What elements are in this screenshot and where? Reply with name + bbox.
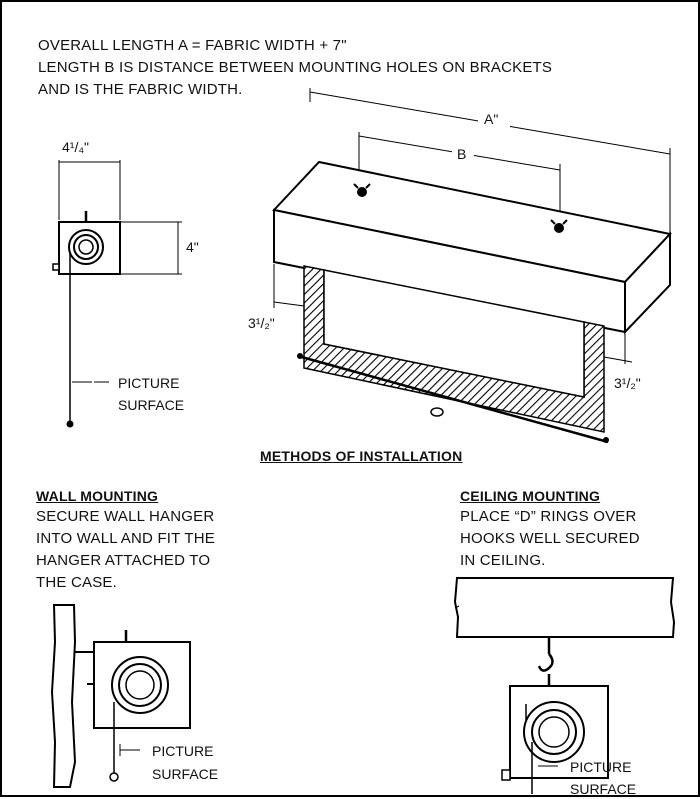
side-view-case: 4¹/₄" 4" PICTURE SURFACE [52, 139, 199, 428]
ceiling-mount-drawing: PICTURE SURFACE [453, 577, 676, 797]
wall-line-2: INTO WALL AND FIT THE [36, 530, 215, 547]
dim-b-label: B [457, 146, 466, 162]
picture-label-1: PICTURE [118, 375, 179, 391]
dim-gap-right-label: 3¹/₂" [614, 375, 641, 391]
perspective-view-screen: A" B [248, 88, 672, 444]
dim-width-label: 4¹/₄" [62, 139, 89, 155]
header-line-2: LENGTH B IS DISTANCE BETWEEN MOUNTING HO… [38, 59, 553, 76]
picture-label-3: PICTURE [570, 759, 631, 775]
dim-gap-left-label: 3¹/₂" [248, 315, 275, 331]
ceiling-line-2: HOOKS WELL SECURED [460, 530, 640, 547]
dim-height-label: 4" [186, 239, 199, 255]
methods-title: METHODS OF INSTALLATION [260, 448, 463, 464]
ceiling-heading: CEILING MOUNTING [460, 488, 601, 504]
ceiling-line-3: IN CEILING. [460, 552, 546, 569]
header-line-1: OVERALL LENGTH A = FABRIC WIDTH + 7" [38, 37, 347, 54]
wall-line-1: SECURE WALL HANGER [36, 508, 215, 525]
header-line-3: AND IS THE FABRIC WIDTH. [38, 81, 243, 98]
wall-line-3: HANGER ATTACHED TO [36, 552, 211, 569]
surface-label-2: SURFACE [152, 766, 218, 782]
dim-a-label: A" [484, 111, 498, 127]
ceiling-line-1: PLACE “D” RINGS OVER [460, 508, 637, 525]
picture-label-2: PICTURE [152, 743, 213, 759]
surface-label-1: SURFACE [118, 397, 184, 413]
wall-mount-drawing: PICTURE SURFACE [50, 604, 218, 788]
surface-label-3: SURFACE [570, 781, 636, 797]
wall-heading: WALL MOUNTING [36, 488, 159, 504]
wall-line-4: THE CASE. [36, 574, 117, 591]
